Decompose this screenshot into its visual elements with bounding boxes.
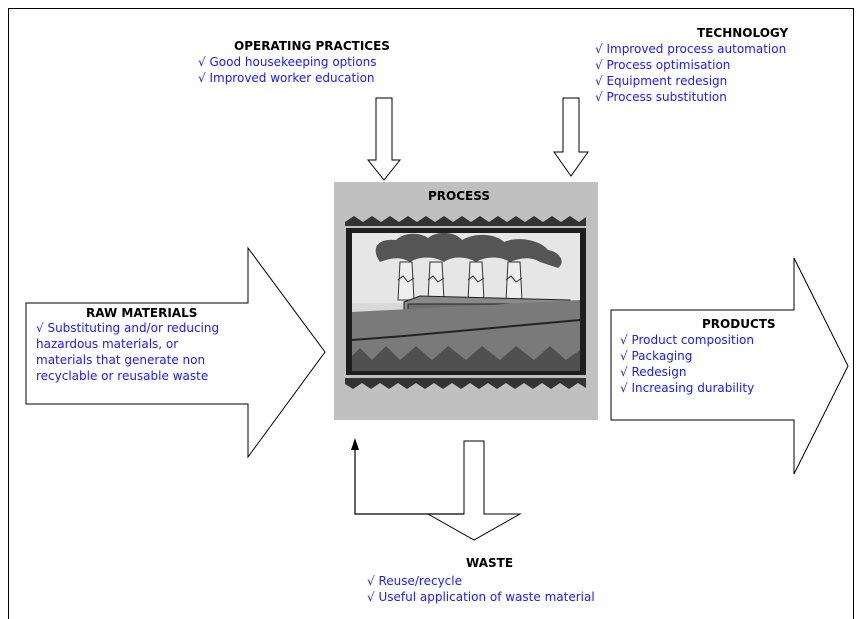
- operating-practices-list: √ Good housekeeping options √ Improved w…: [198, 54, 377, 86]
- raw-materials-line: materials that generate non: [36, 353, 206, 367]
- waste-list: √ Reuse/recycle √ Useful application of …: [367, 573, 595, 605]
- operating-practices-heading: OPERATING PRACTICES: [234, 39, 390, 53]
- technology-item: √ Equipment redesign: [595, 74, 728, 88]
- technology-item: √ Process optimisation: [595, 58, 731, 72]
- technology-item: √ Process substitution: [595, 90, 727, 104]
- technology-list: √ Improved process automation √ Process …: [595, 41, 786, 105]
- frame-left-border: [8, 8, 9, 619]
- products-list: √ Product composition √ Packaging √ Rede…: [620, 332, 754, 396]
- products-item: √ Product composition: [620, 333, 754, 347]
- products-item: √ Increasing durability: [620, 381, 755, 395]
- raw-materials-text: √ Substituting and/or reducing hazardous…: [36, 320, 219, 384]
- raw-materials-line: recyclable or reusable waste: [36, 369, 209, 383]
- technology-arrow: [553, 97, 589, 177]
- products-arrow: [610, 257, 849, 475]
- products-item: √ Packaging: [620, 349, 693, 363]
- raw-materials-heading: RAW MATERIALS: [86, 306, 198, 320]
- raw-materials-line: √ Substituting and/or reducing: [36, 321, 220, 335]
- operating-practices-item: √ Good housekeeping options: [198, 55, 377, 69]
- technology-item: √ Improved process automation: [595, 42, 787, 56]
- products-heading: PRODUCTS: [702, 317, 776, 331]
- operating-practices-item: √ Improved worker education: [198, 71, 375, 85]
- waste-arrow: [426, 440, 522, 541]
- waste-feedback-line: [354, 450, 464, 515]
- technology-heading: TECHNOLOGY: [697, 26, 789, 40]
- frame-top-border: [8, 8, 853, 9]
- process-heading: PROCESS: [428, 189, 490, 203]
- waste-item: √ Useful application of waste material: [367, 590, 595, 604]
- raw-materials-arrow: [25, 246, 326, 459]
- operating-practices-arrow: [366, 97, 402, 181]
- products-item: √ Redesign: [620, 365, 687, 379]
- factory-illustration: [345, 216, 586, 389]
- waste-item: √ Reuse/recycle: [367, 574, 462, 588]
- waste-heading: WASTE: [466, 556, 514, 570]
- frame-right-border: [853, 8, 854, 619]
- raw-materials-line: hazardous materials, or: [36, 337, 179, 351]
- feedback-arrowhead: [351, 438, 359, 450]
